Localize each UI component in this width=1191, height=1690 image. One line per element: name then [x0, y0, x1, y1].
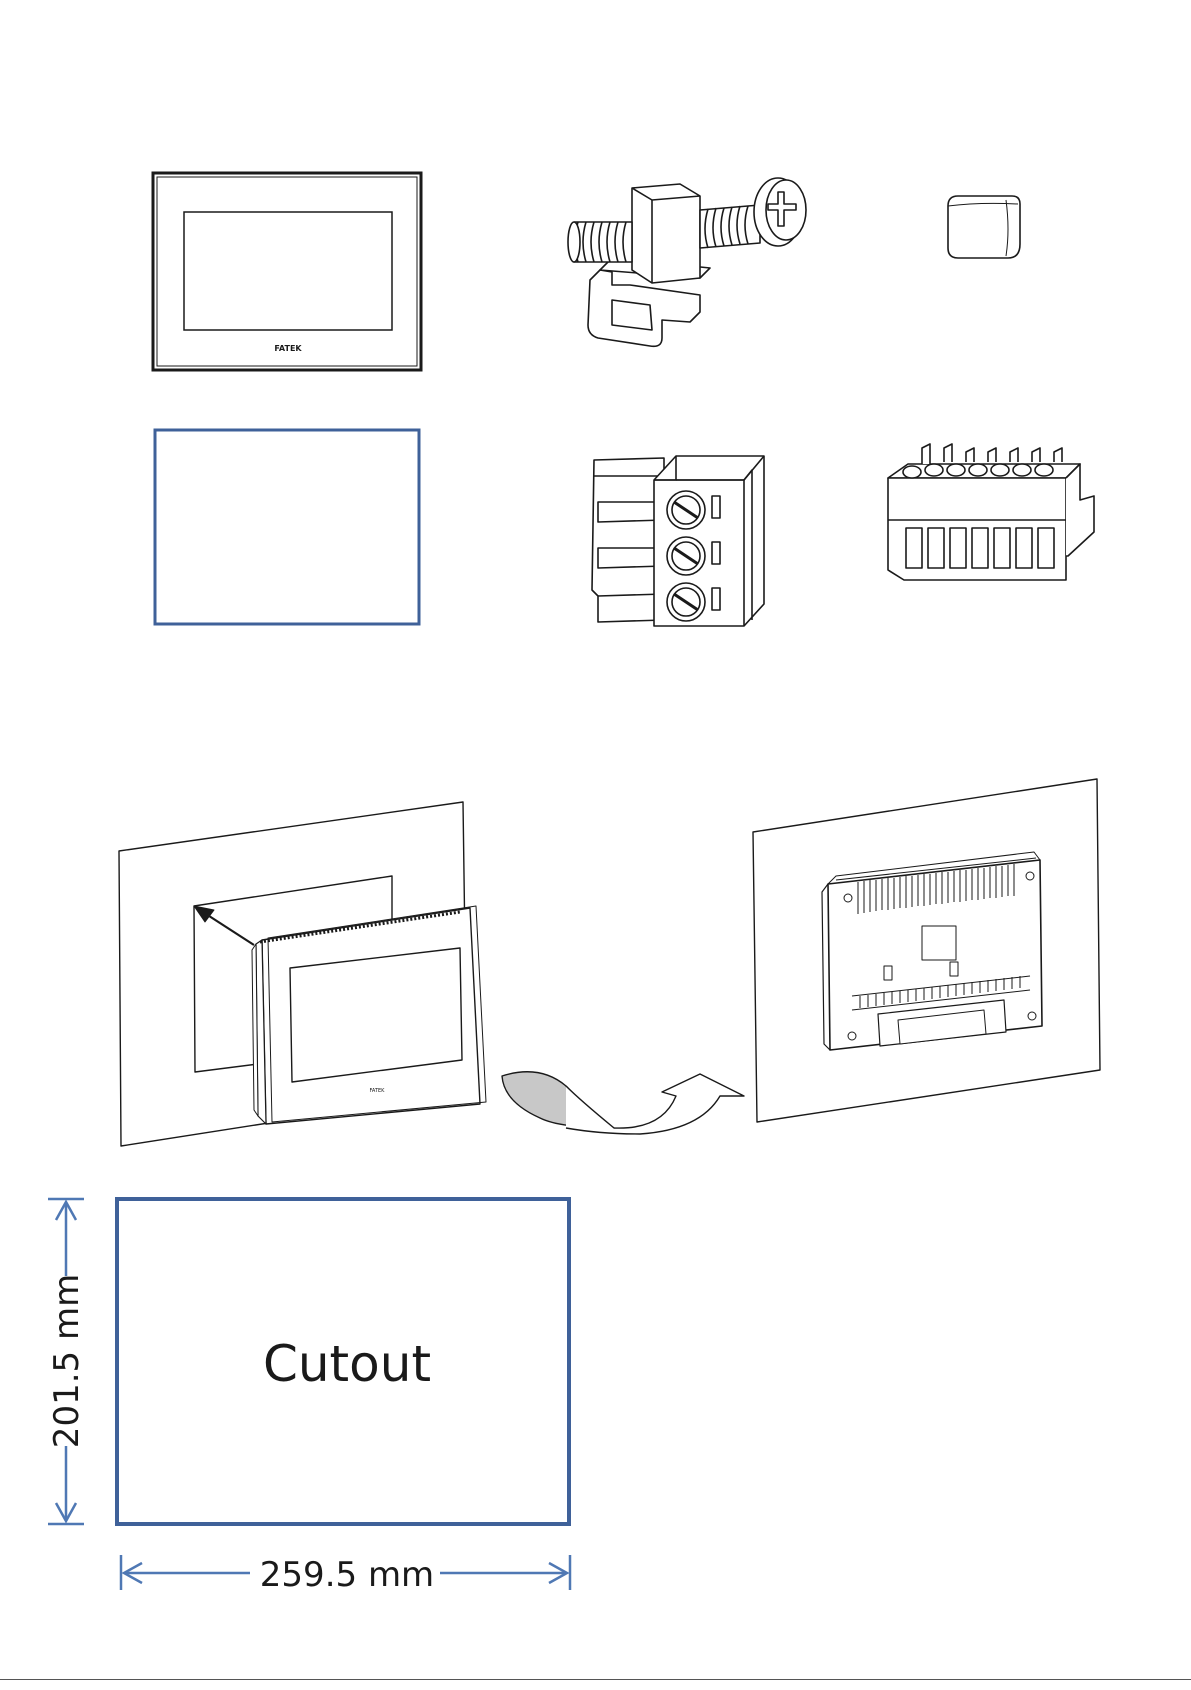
screw-head	[754, 178, 806, 246]
terminal-screw-2	[667, 537, 705, 575]
terminal-screw-1	[667, 491, 705, 529]
mounting-bracket-screw-icon	[568, 178, 806, 346]
width-label: 259.5 mm	[260, 1555, 434, 1595]
terminal-openings	[906, 528, 1054, 568]
rubber-cap-icon	[948, 196, 1020, 258]
hmi-device-angled: FATEK	[252, 906, 486, 1124]
cutout-label: Cutout	[263, 1335, 431, 1393]
hmi-front-view-icon: FATEK	[153, 173, 421, 370]
screw-thread-right	[700, 205, 760, 248]
rotate-arrow-icon	[502, 1072, 744, 1134]
page-bottom-rule	[0, 1679, 1191, 1680]
panel-insertion-diagram: FATEK	[119, 802, 486, 1146]
height-label: 201.5 mm	[47, 1274, 87, 1448]
cutout-dimension-diagram: Cutout 201.5 mm 259.5 mm	[47, 1199, 570, 1595]
gasket-outline-icon	[155, 430, 419, 624]
screw-thread-left	[568, 222, 632, 262]
three-pin-terminal-block-icon	[592, 456, 764, 626]
terminal-screw-3	[667, 583, 705, 621]
seven-pin-terminal-block-icon	[888, 444, 1094, 580]
panel-back-view-diagram	[753, 779, 1100, 1122]
terminal-tabs	[922, 444, 1062, 464]
hmi-angled-brand-label: FATEK	[370, 1088, 386, 1094]
hmi-brand-label: FATEK	[274, 344, 302, 353]
